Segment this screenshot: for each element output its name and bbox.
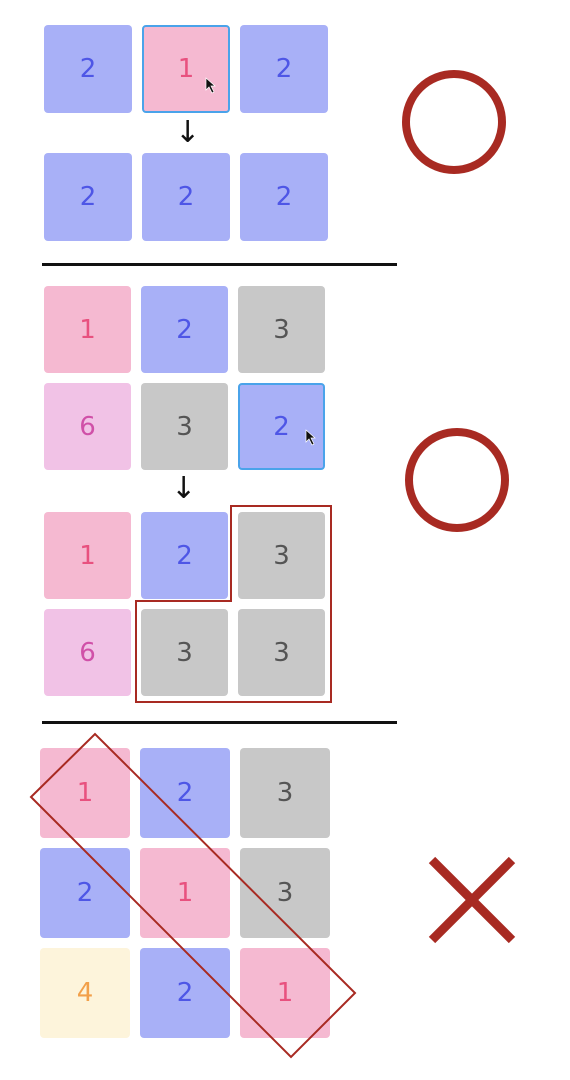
example-1-arrow: ↓: [175, 115, 201, 150]
number-tile[interactable]: 2: [142, 153, 230, 241]
number-tile[interactable]: 2: [240, 153, 328, 241]
number-tile[interactable]: 1: [40, 748, 130, 838]
selected-number-tile[interactable]: 1: [142, 25, 230, 113]
number-tile[interactable]: 3: [240, 748, 330, 838]
example-1-result-circle-icon: [402, 70, 506, 174]
number-tile[interactable]: 6: [44, 609, 131, 696]
number-tile[interactable]: 1: [140, 848, 230, 938]
section-divider: [42, 721, 397, 724]
number-tile[interactable]: 2: [141, 512, 228, 599]
number-tile[interactable]: 2: [40, 848, 130, 938]
example-3-result-cross-icon: [428, 856, 516, 944]
number-tile[interactable]: 1: [44, 286, 131, 373]
number-tile[interactable]: 3: [238, 609, 325, 696]
number-tile[interactable]: 3: [141, 609, 228, 696]
number-tile[interactable]: 3: [238, 512, 325, 599]
number-tile[interactable]: 3: [240, 848, 330, 938]
number-tile[interactable]: 2: [44, 25, 132, 113]
number-tile[interactable]: 4: [40, 948, 130, 1038]
number-tile[interactable]: 1: [240, 948, 330, 1038]
number-tile[interactable]: 3: [141, 383, 228, 470]
number-tile[interactable]: 6: [44, 383, 131, 470]
number-tile[interactable]: 2: [141, 286, 228, 373]
number-tile[interactable]: 3: [238, 286, 325, 373]
number-tile[interactable]: 2: [140, 948, 230, 1038]
example-2-arrow: ↓: [171, 471, 197, 506]
number-tile[interactable]: 1: [44, 512, 131, 599]
number-tile[interactable]: 2: [140, 748, 230, 838]
section-divider: [42, 263, 397, 266]
example-2-result-circle-icon: [405, 428, 509, 532]
number-tile[interactable]: 2: [240, 25, 328, 113]
number-tile[interactable]: 2: [44, 153, 132, 241]
selected-number-tile[interactable]: 2: [238, 383, 325, 470]
